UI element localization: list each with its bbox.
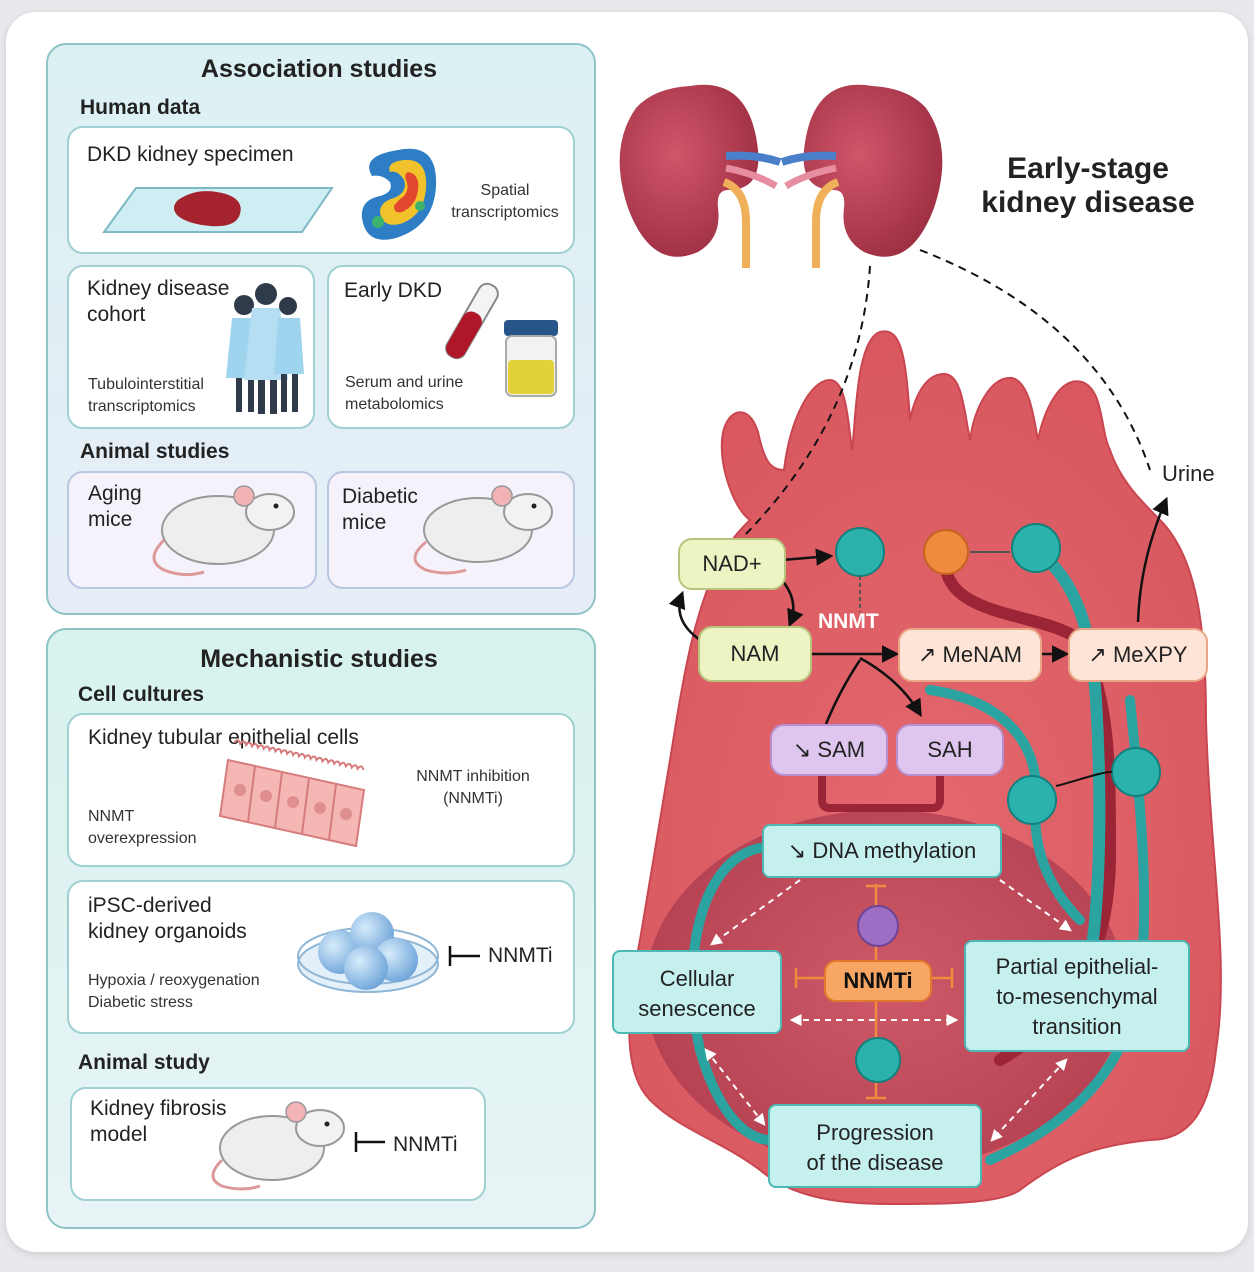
arrow-nad-transport: [781, 548, 834, 566]
transporter-ball-1: [835, 527, 885, 577]
arrow-sam-enter: [824, 659, 862, 725]
nam-node: NAM: [698, 626, 812, 682]
zoom-line-right: [919, 249, 1151, 471]
progression-node: Progression of the disease: [768, 1104, 982, 1188]
fibrosis-mouse-icon: [211, 1101, 345, 1191]
cell-cultures-heading: Cell cultures: [78, 683, 205, 706]
dkd-specimen-label: DKD kidney specimen: [87, 143, 294, 166]
connector-3: [1055, 771, 1113, 787]
blood-tube-icon: [445, 282, 499, 360]
spatial-map-icon: [361, 148, 437, 240]
diabetic-mice-label: Diabetic mice: [342, 485, 418, 534]
mechanistic-title: Mechanistic studies: [200, 645, 438, 673]
urine-jar-icon: [504, 320, 558, 397]
animal-studies-heading: Animal studies: [80, 440, 230, 463]
cohort-label: Kidney disease cohort: [87, 277, 230, 326]
inhibitor-ball-purple: [857, 905, 899, 947]
kidney-left-icon: [619, 84, 782, 268]
tubulo-label: Tubulointerstitial transcriptomics: [88, 376, 204, 415]
organoid-dish-icon: [297, 912, 439, 993]
animal-study-heading: Animal study: [78, 1051, 210, 1074]
arrow-emt-progression: [990, 1058, 1068, 1142]
association-title: Association studies: [200, 55, 438, 83]
slide-icon: [102, 187, 334, 233]
arrow-nam-nad: [668, 590, 701, 642]
sah-node: SAH: [896, 724, 1004, 776]
kidney-right-icon: [780, 84, 943, 268]
people-icon: [226, 283, 304, 414]
aging-mouse-icon: [152, 485, 295, 577]
nad-node: NAD+: [678, 538, 786, 590]
transporter-ball-3: [1007, 775, 1057, 825]
human-data-heading: Human data: [80, 96, 201, 119]
transporter-ball-orange: [923, 529, 969, 575]
serum-label: Serum and urine metabolomics: [345, 374, 464, 413]
stress-label: Hypoxia / reoxygenation Diabetic stress: [88, 972, 260, 1011]
urine-label: Urine: [1162, 461, 1215, 486]
transporter-ball-2: [1011, 523, 1061, 573]
arrow-to-sah: [859, 656, 922, 718]
sam-sah-loop: [818, 770, 944, 812]
inhibit-fibrosis-icon: [354, 1132, 385, 1152]
senescence-node: Cellular senescence: [612, 950, 782, 1034]
inhibitor-ball-teal: [855, 1037, 901, 1083]
overexpression-label: NNMT overexpression: [88, 808, 197, 847]
arrow-urine: [1136, 496, 1169, 623]
inhibit-organoid-icon: [448, 946, 480, 966]
early-dkd-label: Early DKD: [344, 279, 443, 302]
epithelial-cells-icon: [218, 739, 366, 848]
arrow-senescence-progression: [704, 1048, 766, 1126]
nnmti-center-node: NNMTi: [824, 960, 932, 1002]
ipsc-label: iPSC-derived kidney organoids: [88, 894, 247, 943]
emt-node: Partial epithelial- to-mesenchymal trans…: [964, 940, 1190, 1052]
mexpy-node: ↗ MeXPY: [1068, 628, 1208, 682]
sam-node: ↘ SAM: [770, 724, 888, 776]
nnmt-enzyme-label: NNMT: [818, 610, 879, 633]
zoom-line-left: [739, 265, 871, 541]
dna-methylation-node: ↘ DNA methylation: [762, 824, 1002, 878]
menam-node: ↗ MeNAM: [898, 628, 1042, 682]
aging-mice-label: Aging mice: [88, 482, 142, 531]
spatial-label: Spatial transcriptomics: [451, 182, 559, 221]
arrow-dna-senescence: [710, 879, 801, 946]
nnmti-fibrosis-label: NNMTi: [393, 1133, 458, 1156]
nnmti-organoid-label: NNMTi: [488, 944, 553, 967]
arrow-dna-emt: [999, 879, 1072, 932]
transporter-ball-4: [1111, 747, 1161, 797]
early-stage-heading: Early-stage kidney disease: [981, 152, 1195, 219]
diabetic-mouse-icon: [413, 485, 553, 575]
fibrosis-label: Kidney fibrosis model: [90, 1097, 227, 1146]
channel-teal-1: [1029, 544, 1106, 966]
ktec-label: Kidney tubular epithelial cells: [88, 726, 359, 749]
inhibition-label: NNMT inhibition (NNMTi): [416, 768, 530, 807]
